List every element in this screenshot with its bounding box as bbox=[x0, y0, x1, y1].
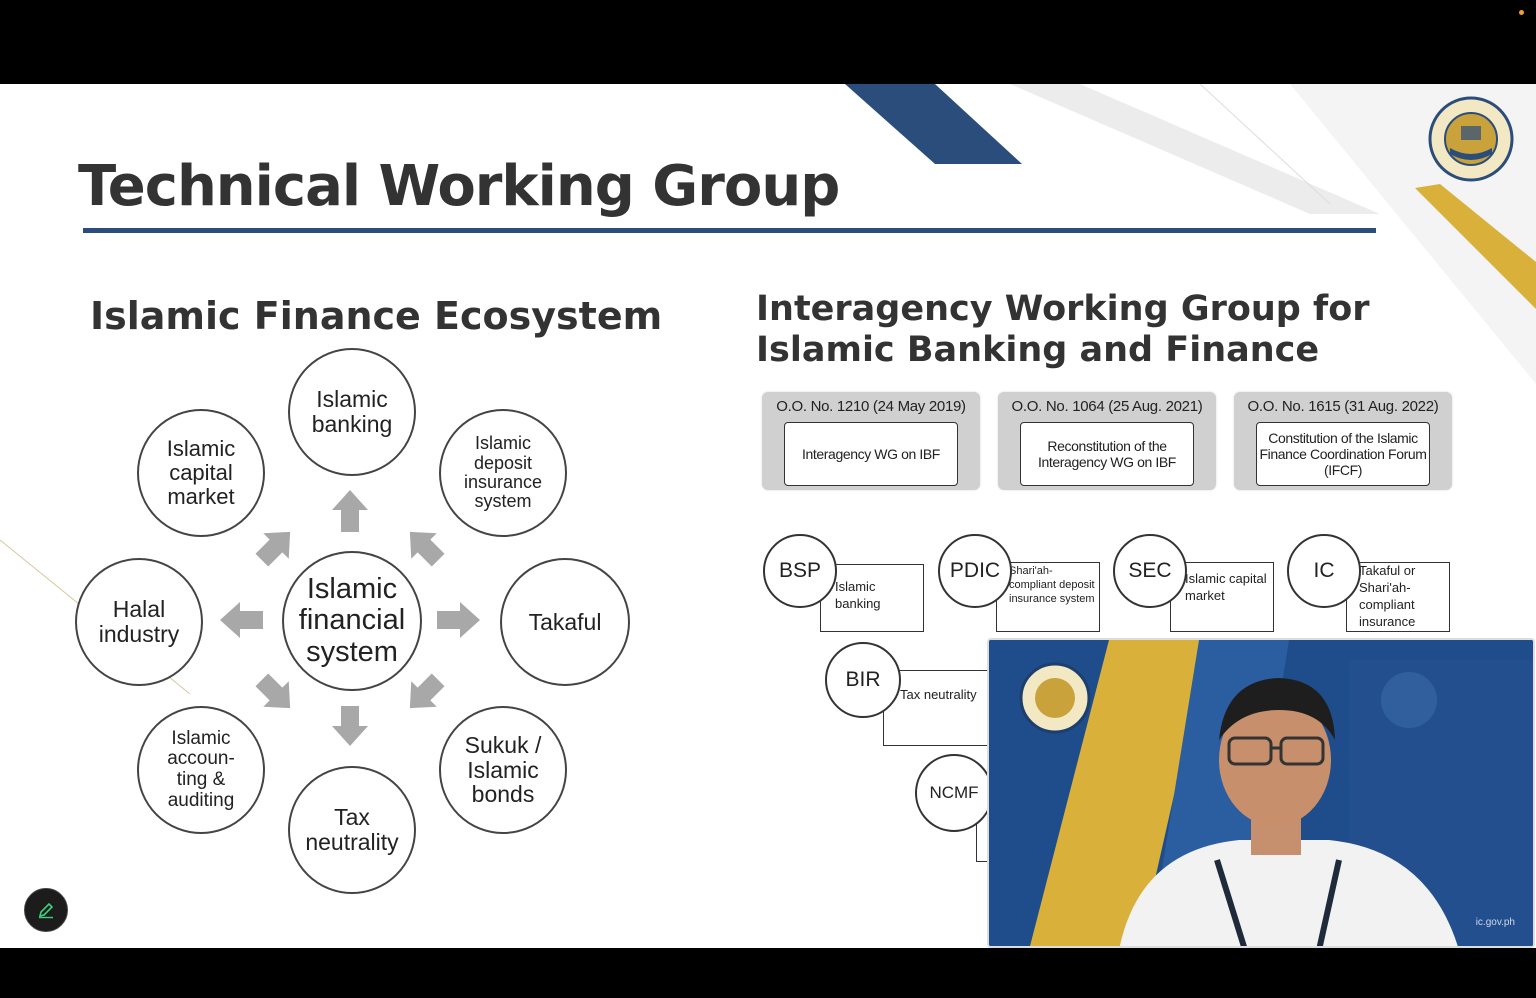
presenter-video-tile[interactable]: ic.gov.ph bbox=[987, 638, 1535, 948]
agency-ncmf: NCMF bbox=[915, 754, 993, 832]
slide-decoration bbox=[0, 84, 1536, 695]
agency-role-box: Tax neutrality bbox=[883, 670, 993, 746]
agency-pdic: PDIC bbox=[938, 534, 1012, 608]
agency-role-box: Takaful or Shari'ah-compliant insurance bbox=[1346, 562, 1450, 632]
agency-role-box: Islamic capital market bbox=[1170, 562, 1274, 632]
agency-role-box: Shari'ah-compliant deposit insurance sys… bbox=[996, 562, 1100, 632]
agency-sec: SEC bbox=[1113, 534, 1187, 608]
arrow-left bbox=[220, 602, 263, 638]
agency-bsp: BSP bbox=[763, 534, 837, 608]
office-order-card: O.O. No. 1210 (24 May 2019) Interagency … bbox=[762, 392, 980, 490]
office-order-number: O.O. No. 1064 (25 Aug. 2021) bbox=[1011, 398, 1203, 415]
arrow-up-left bbox=[255, 531, 291, 567]
ecosystem-arrows bbox=[220, 490, 480, 746]
arrow-up bbox=[332, 490, 368, 532]
arrow-right bbox=[437, 602, 480, 638]
pencil-icon bbox=[38, 902, 54, 919]
office-order-description: Interagency WG on IBF bbox=[784, 422, 958, 486]
ecosystem-heading: Islamic Finance Ecosystem bbox=[90, 294, 663, 338]
arrow-up-right bbox=[409, 531, 445, 567]
insurance-commission-seal bbox=[1428, 96, 1514, 182]
office-order-number: O.O. No. 1615 (31 Aug. 2022) bbox=[1247, 398, 1439, 415]
status-dot bbox=[1519, 10, 1524, 15]
video-overlay-text: ic.gov.ph bbox=[1475, 917, 1515, 928]
office-order-description: Reconstitution of the Interagency WG on … bbox=[1020, 422, 1194, 486]
arrow-down-left bbox=[255, 673, 291, 709]
office-order-card: O.O. No. 1615 (31 Aug. 2022) Constitutio… bbox=[1234, 392, 1452, 490]
arrow-down bbox=[332, 706, 368, 746]
title-underline bbox=[83, 228, 1376, 233]
presentation-slide: Technical Working Group Islamic Finance … bbox=[0, 84, 1536, 948]
presenter-video-feed bbox=[989, 640, 1533, 946]
agency-bir: BIR bbox=[825, 642, 901, 718]
interagency-heading: Interagency Working Group for Islamic Ba… bbox=[756, 289, 1370, 370]
arrow-down-right bbox=[409, 673, 445, 709]
office-order-card: O.O. No. 1064 (25 Aug. 2021) Reconstitut… bbox=[998, 392, 1216, 490]
slide-title: Technical Working Group bbox=[78, 154, 840, 219]
agency-ic: IC bbox=[1287, 534, 1361, 608]
annotate-button[interactable] bbox=[24, 888, 68, 932]
node-takaful: Takaful bbox=[500, 558, 630, 686]
office-order-description: Constitution of the Islamic Finance Coor… bbox=[1256, 422, 1430, 486]
office-order-number: O.O. No. 1210 (24 May 2019) bbox=[776, 398, 966, 415]
